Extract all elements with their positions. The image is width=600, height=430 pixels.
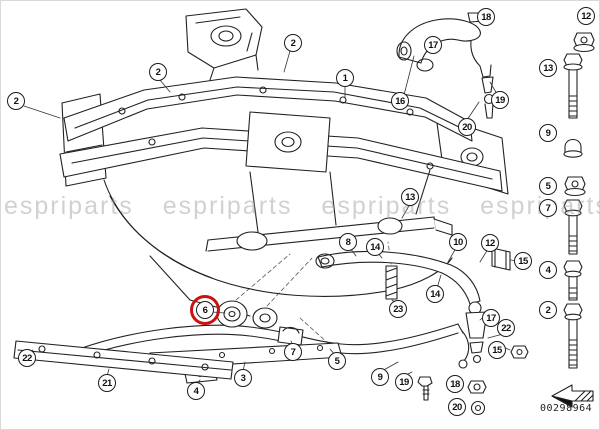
callout-5: 5 <box>328 352 346 370</box>
callout-12: 12 <box>577 7 595 25</box>
callout-7: 7 <box>539 199 557 217</box>
callout-4: 4 <box>187 382 205 400</box>
callout-16: 16 <box>391 92 409 110</box>
skid-plate <box>13 340 234 380</box>
bolt-icon-7 <box>563 199 583 255</box>
callout-15: 15 <box>488 341 506 359</box>
control-arm-bushing <box>491 247 511 271</box>
part-number: 00298964 <box>540 403 593 414</box>
callout-9: 9 <box>371 368 389 386</box>
fastener-column <box>563 32 595 369</box>
highlight-ring <box>190 295 220 325</box>
dowel-pin <box>385 265 398 300</box>
callout-2: 2 <box>284 34 302 52</box>
callout-10: 10 <box>449 233 467 251</box>
long-bolt-icon-2 <box>563 303 583 369</box>
callout-2: 2 <box>149 63 167 81</box>
callout-13: 13 <box>539 59 557 77</box>
callout-5: 5 <box>539 177 557 195</box>
callout-1: 1 <box>336 69 354 87</box>
callout-20: 20 <box>448 398 466 416</box>
callout-19: 19 <box>395 373 413 391</box>
callout-9: 9 <box>539 124 557 142</box>
bolt-icon-4 <box>563 260 583 301</box>
callout-22: 22 <box>497 319 515 337</box>
front-axle-subframe <box>59 76 509 317</box>
callout-14: 14 <box>426 285 444 303</box>
engine-mount-bracket <box>185 8 263 81</box>
callout-14: 14 <box>366 238 384 256</box>
callout-20: 20 <box>458 118 476 136</box>
callout-6: 6 <box>196 301 214 319</box>
callout-19: 19 <box>491 91 509 109</box>
callout-18: 18 <box>446 375 464 393</box>
callout-3: 3 <box>234 369 252 387</box>
callout-17: 17 <box>482 309 500 327</box>
flange-nut-icon-5 <box>564 176 586 197</box>
callout-8: 8 <box>339 233 357 251</box>
callout-17: 17 <box>424 36 442 54</box>
callout-2: 2 <box>539 301 557 319</box>
callout-22: 22 <box>18 349 36 367</box>
callout-2: 2 <box>7 92 25 110</box>
small-fasteners <box>417 345 529 416</box>
callout-4: 4 <box>539 261 557 279</box>
subframe-bushings <box>216 300 278 329</box>
cap-nut-icon-9 <box>563 138 583 158</box>
callout-13: 13 <box>401 188 419 206</box>
callout-12: 12 <box>481 234 499 252</box>
steering-rack <box>205 216 453 252</box>
direction-arrow-icon <box>551 384 594 408</box>
callout-15: 15 <box>514 252 532 270</box>
long-bolt-icon-13 <box>563 53 583 119</box>
callout-23: 23 <box>389 300 407 318</box>
callout-7: 7 <box>284 343 302 361</box>
callout-21: 21 <box>98 374 116 392</box>
flange-nut-icon-12 <box>573 32 595 53</box>
callout-18: 18 <box>477 8 495 26</box>
